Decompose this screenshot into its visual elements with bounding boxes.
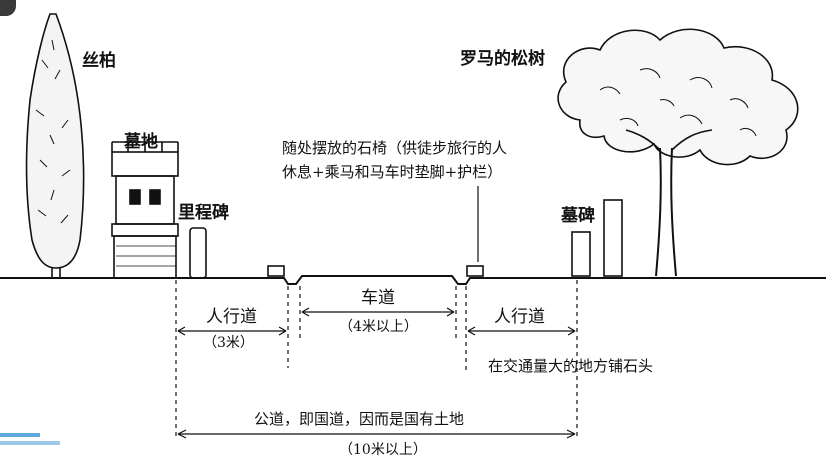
cypress-label: 丝柏 <box>82 51 116 71</box>
milestone-label: 里程碑 <box>178 203 229 223</box>
bench-note-line1: 随处摆放的石椅（供徒步旅行的人 <box>282 139 508 157</box>
roadway-width: （4米以上） <box>339 319 418 335</box>
sidewalk-right-label: 人行道 <box>494 307 545 327</box>
stone-bench-right <box>466 265 484 277</box>
ground-line <box>0 275 826 285</box>
sidewalk-left-width: （3米） <box>203 335 254 351</box>
progress-indicator <box>0 433 60 449</box>
gravestone-label: 墓碑 <box>561 206 595 226</box>
sidewalk-left-label: 人行道 <box>206 307 257 327</box>
dimension-guides <box>175 280 578 440</box>
tomb-label: 墓地 <box>124 132 158 152</box>
gravestone-illustration <box>571 231 591 277</box>
pine-label: 罗马的松树 <box>460 49 545 69</box>
gravestone-tall-illustration <box>603 199 623 277</box>
corner-badge <box>0 0 16 16</box>
bench-note-line2: 休息+乘马和马车时垫脚+护栏） <box>282 163 503 181</box>
tomb-illustration <box>111 141 179 279</box>
roadway-label: 车道 <box>361 288 395 308</box>
paving-note: 在交通量大的地方铺石头 <box>488 357 654 375</box>
dimension-arrows <box>177 307 576 439</box>
roman-pine-illustration <box>557 28 799 277</box>
milestone-illustration <box>189 227 207 279</box>
cypress-tree-illustration <box>25 13 85 278</box>
total-width-label: （10米以上） <box>339 442 427 458</box>
stone-bench-left <box>267 265 285 277</box>
public-road-label: 公道，即国道，因而是国有土地 <box>254 410 465 428</box>
